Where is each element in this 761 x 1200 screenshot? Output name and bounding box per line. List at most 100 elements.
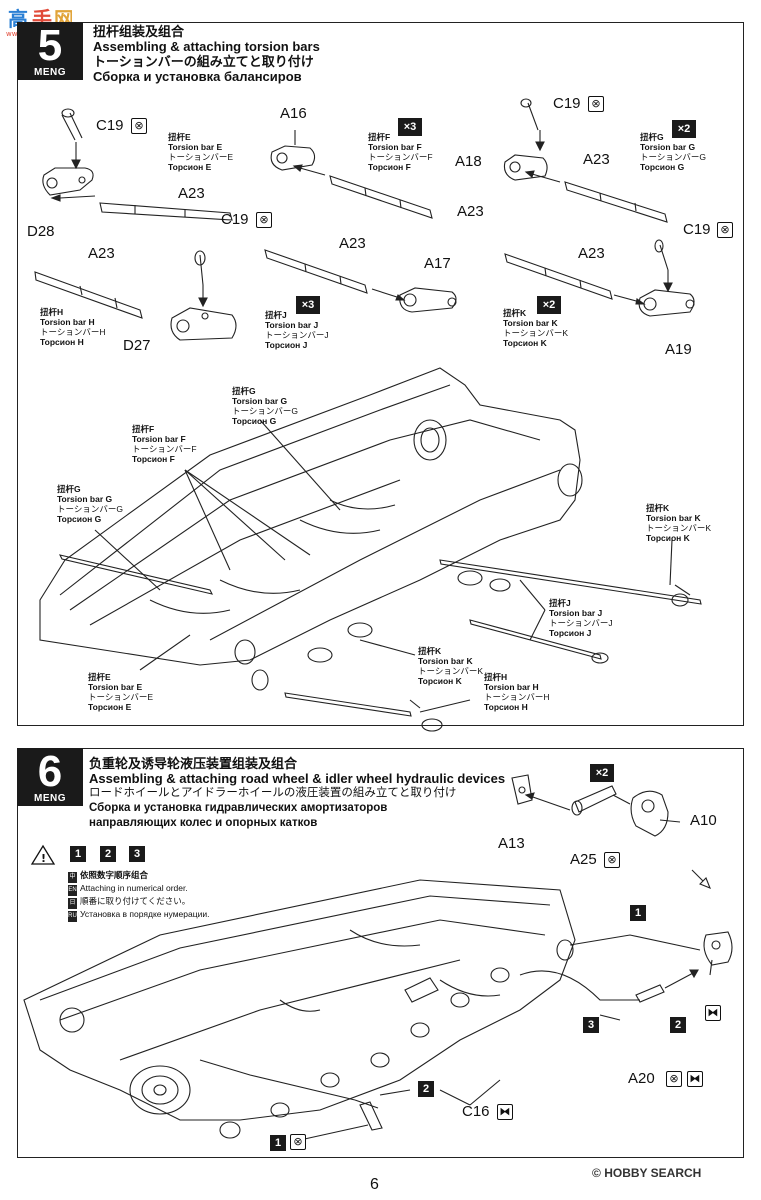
order-note-ru: Установка в порядке нумерации. [80, 909, 210, 919]
step5-number: 5 [37, 21, 63, 70]
torsion-label-g-hull-left: 扭杆G Torsion bar G トーションバーG Торсион G [57, 484, 123, 524]
step5-badge: 5 MENG [17, 22, 83, 80]
part-label-a23-6: A23 [578, 245, 605, 262]
part-label-c19-2: C19 [553, 95, 581, 112]
arm-a18 [503, 98, 548, 181]
part-label-a25: A25 [570, 851, 597, 868]
torsion-label-f-hull: 扭杆F Torsion bar F トーションバーF Торсион F [132, 424, 197, 464]
order-step-2: 2 [100, 846, 116, 862]
part-label-c19-1: C19 [96, 117, 124, 134]
torsion-label-e-hull: 扭杆E Torsion bar E トーションバーE Торсион E [88, 672, 154, 712]
part-label-c19-4: C19 [683, 221, 711, 238]
order-step-1: 1 [70, 846, 86, 862]
torsion-label-k-hull-right: 扭杆K Torsion bar K トーションバーK Торсион K [646, 503, 712, 543]
order-note-en: Attaching in numerical order. [80, 883, 188, 893]
torsion-arm-d28 [42, 108, 94, 196]
glue-icon: ⊗ [604, 852, 620, 868]
bar-a23-e [99, 202, 233, 221]
callout-step-1-left: 1 [270, 1135, 286, 1151]
step6-brand: MENG [34, 793, 66, 804]
step6-title-zh: 负重轮及诱导轮液压装置组装及组合 [89, 756, 298, 771]
svg-text:!: ! [41, 852, 46, 865]
warning-icon: ! [30, 844, 56, 865]
damper-a20 [635, 984, 665, 1003]
step5-title-zh: 扭杆组装及组合 [93, 24, 185, 39]
shaft-a25 [571, 785, 617, 816]
step6-panel [17, 748, 744, 1158]
torsion-label-h-top: 扭杆H Torsion bar H トーションバーH Торсион H [40, 307, 106, 347]
part-label-a13: A13 [498, 835, 525, 852]
part-label-a20: A20 [628, 1070, 655, 1087]
glue-icon: ⊗ [666, 1071, 682, 1087]
step6-badge: 6 MENG [17, 748, 83, 806]
step5-brand: MENG [34, 67, 66, 78]
step6-title-jp: ロードホイールとアイドラーホイールの液圧装置の組み立てと取り付け [89, 787, 457, 799]
callout-step-2-left: 2 [418, 1081, 434, 1097]
step6-title-en: Assembling & attaching road wheel & idle… [89, 771, 506, 786]
arm-a19 [638, 239, 695, 317]
bar-a23-f [329, 175, 433, 219]
step5-title: 扭杆组装及组合 Assembling & attaching torsion b… [93, 24, 320, 84]
step6-title-ru1: Сборка и установка гидравлических аморти… [89, 802, 388, 814]
step5-title-ru: Сборка и установка балансиров [93, 69, 302, 84]
torsion-label-k-top: 扭杆K Torsion bar K トーションバーK Торсион K [503, 308, 569, 348]
torsion-label-f-top: 扭杆F Torsion bar F トーションバーF Торсион F [368, 132, 433, 172]
step6-number: 6 [37, 747, 63, 796]
bar-a23-k [504, 253, 613, 300]
watermark: © HOBBY SEARCH [592, 1166, 701, 1180]
torsion-label-g-top: 扭杆G Torsion bar G トーションバーG Торсион G [640, 132, 706, 172]
step5-title-en: Assembling & attaching torsion bars [93, 39, 320, 54]
no-glue-icon: ⧓ [497, 1104, 513, 1120]
multiplier-x3-f: ×3 [398, 118, 422, 136]
part-label-a23-5: A23 [339, 235, 366, 252]
order-note-zh: 依照数字顺序组合 [80, 870, 149, 880]
torsion-label-h-hull: 扭杆H Torsion bar H トーションバーH Торсион H [484, 672, 550, 712]
step5-title-jp: トーションバーの組み立てと取り付け [93, 54, 314, 69]
bar-a23-j [264, 249, 368, 294]
no-glue-icon: ⧓ [687, 1071, 703, 1087]
torsion-label-j-top: 扭杆J Torsion bar J トーションバーJ Торсион J [265, 310, 329, 350]
bar-a23-g [564, 181, 668, 223]
part-label-a16: A16 [280, 105, 307, 122]
step5-panel [17, 22, 744, 726]
glue-icon: ⊗ [131, 118, 147, 134]
part-label-a17: A17 [424, 255, 451, 272]
step6-title: 负重轮及诱导轮液压装置组装及组合 Assembling & attaching … [89, 756, 505, 831]
part-label-c19-3: C19 [221, 211, 249, 228]
multiplier-x2-k: ×2 [537, 296, 561, 314]
callout-step-3: 3 [583, 1017, 599, 1033]
glue-icon: ⊗ [256, 212, 272, 228]
part-label-a23-1: A23 [178, 185, 205, 202]
callout-step-2-right: 2 [670, 1017, 686, 1033]
glue-icon: ⊗ [290, 1134, 306, 1150]
part-label-d27: D27 [123, 337, 151, 354]
multiplier-x2-g: ×2 [672, 120, 696, 138]
torsion-label-k-hull: 扭杆K Torsion bar K トーションバーK Торсион K [418, 646, 484, 686]
part-label-c16: C16 [462, 1103, 490, 1120]
multiplier-x2-step6: ×2 [590, 764, 614, 782]
watermark-text: HOBBY SEARCH [604, 1166, 702, 1180]
part-label-d28: D28 [27, 223, 55, 240]
page-number: 6 [370, 1176, 379, 1193]
hull-step5 [39, 367, 583, 691]
order-step-3: 3 [129, 846, 145, 862]
hull-torsion-bars [58, 554, 702, 732]
bracket-a13 [511, 774, 533, 805]
order-note-jp: 順番に取り付けてください。 [80, 896, 191, 906]
arm-a10 [630, 790, 681, 837]
copyright-icon: © [592, 1166, 601, 1180]
part-label-a18: A18 [455, 153, 482, 170]
part-label-a19: A19 [665, 341, 692, 358]
idler-arm [703, 931, 733, 976]
part-label-a10: A10 [690, 812, 717, 829]
no-glue-icon: ⧓ [705, 1005, 721, 1021]
hull-step6 [23, 879, 576, 1139]
bar-a23-h [34, 271, 143, 319]
multiplier-x3-j: ×3 [296, 296, 320, 314]
torsion-label-g-hull-top: 扭杆G Torsion bar G トーションバーG Торсион G [232, 386, 298, 426]
torsion-arm-d27 [170, 250, 237, 341]
part-label-a23-2: A23 [457, 203, 484, 220]
